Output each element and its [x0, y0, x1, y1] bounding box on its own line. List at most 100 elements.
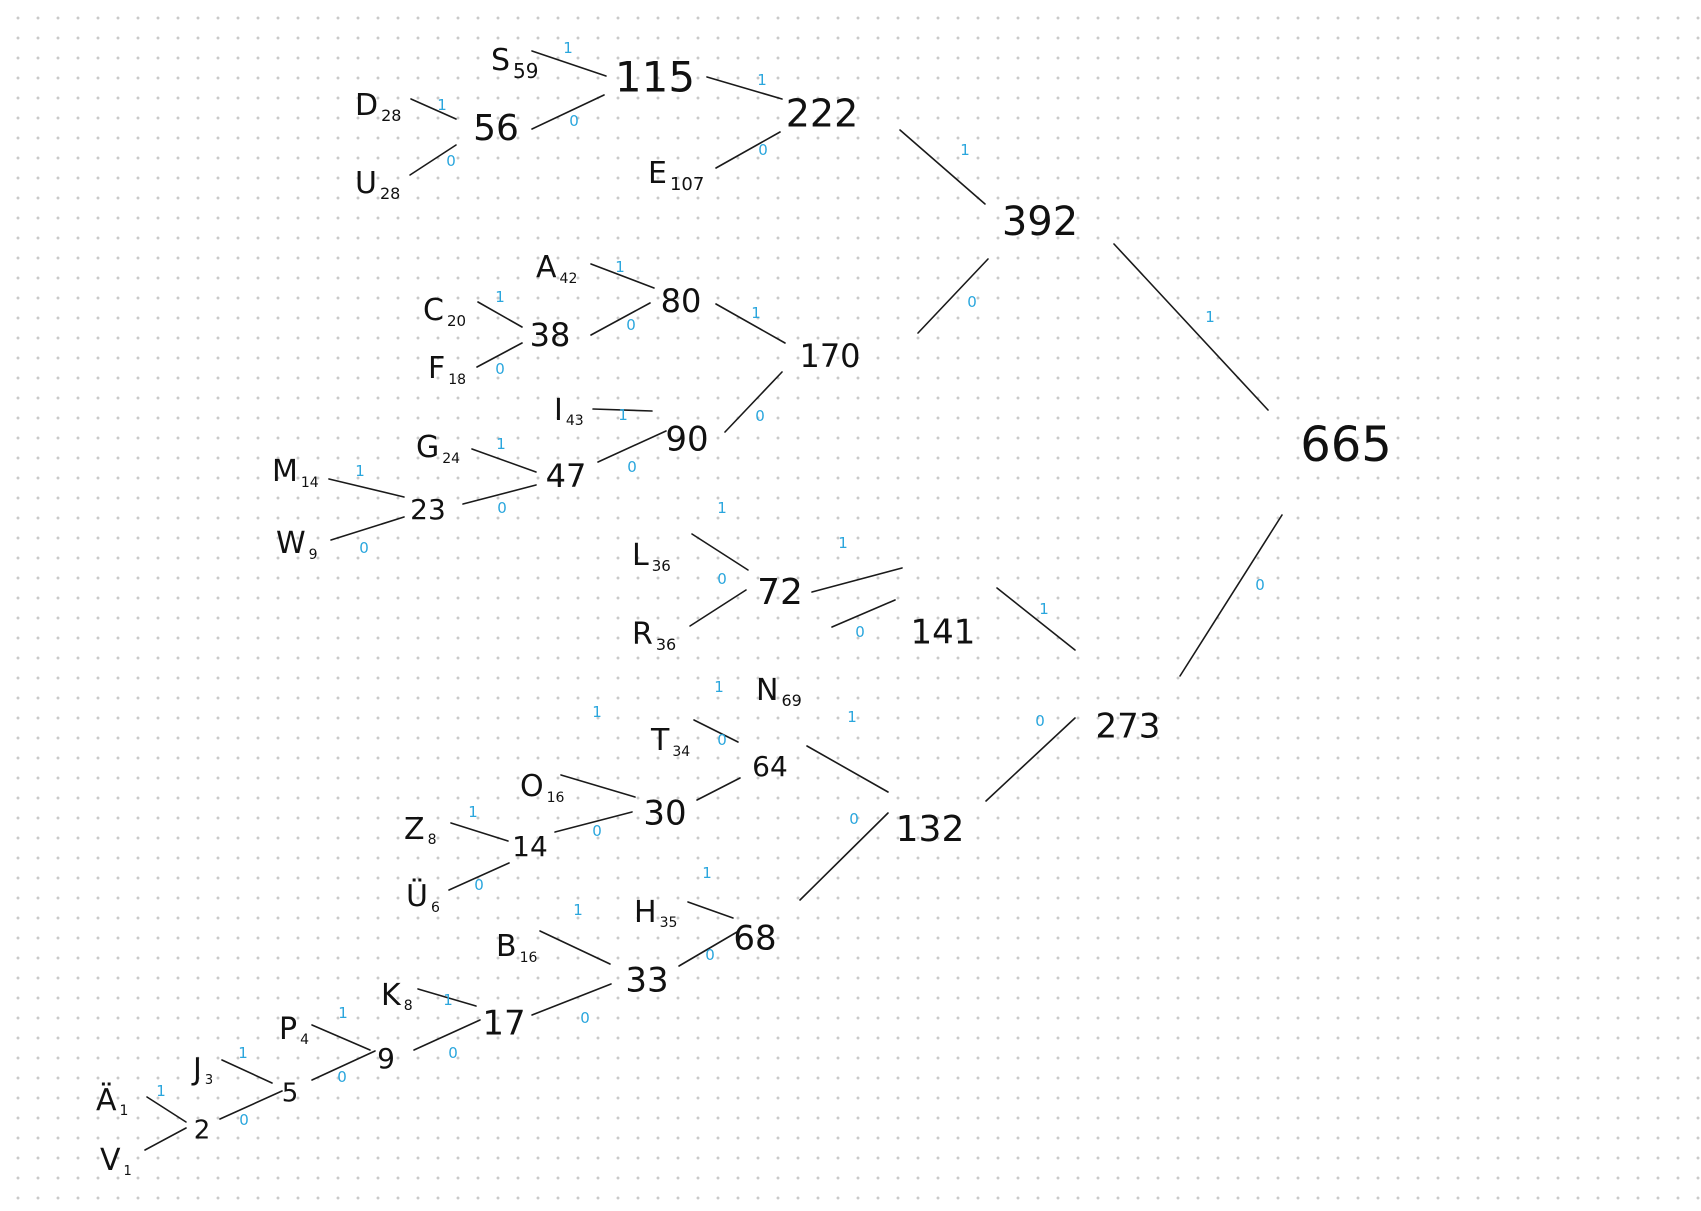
bit-label-T-n64: 1: [714, 678, 724, 696]
edge-C-n38: [477, 301, 523, 328]
bit-label-I-n90: 1: [618, 406, 628, 424]
bit-label-n56-n115: 0: [569, 112, 579, 130]
bit-label-UE-n14: 0: [474, 876, 484, 894]
node-72: 72: [757, 572, 803, 613]
edge-H-n68: [687, 901, 734, 919]
bit-label-n14-n30: 0: [592, 822, 602, 840]
bit-label-n30-n64: 0: [717, 731, 727, 749]
bit-label-S-n115: 1: [563, 39, 573, 57]
edge-U-n56: [409, 144, 457, 176]
node-170: 170: [799, 337, 860, 375]
edge-S-n115: [531, 50, 607, 77]
leaf-count: 16: [547, 790, 565, 806]
leaf-count: 59: [513, 59, 538, 83]
edge-D-n56: [410, 98, 457, 120]
leaf-count: 28: [381, 106, 401, 125]
bit-labels-layer: 1010101010101010101010101010101010101010…: [156, 39, 1265, 1129]
bit-label-N-n141: 0: [855, 623, 865, 641]
edge-R-n72: [689, 589, 747, 627]
node-23: 23: [410, 493, 446, 526]
leaf-count: 20: [447, 312, 466, 330]
edge-G-n47: [471, 448, 537, 473]
edge-I-n90: [592, 408, 653, 412]
edge-n33-n68: [678, 931, 738, 967]
bit-label-E-n222: 0: [758, 141, 768, 159]
bit-label-Z-n14: 1: [468, 803, 478, 821]
edge-n56-n115: [531, 94, 605, 130]
node-30: 30: [643, 794, 686, 834]
node-47: 47: [546, 457, 587, 495]
leaf-count: 43: [566, 413, 584, 429]
bit-label-F-n38: 0: [495, 360, 505, 378]
bit-label-M-n23: 1: [355, 462, 365, 480]
edge-L-n72: [691, 533, 749, 571]
edge-n222-n392: [899, 129, 986, 205]
leaf-count: 18: [448, 372, 466, 388]
node-17: 17: [482, 1004, 525, 1044]
edge-n115-n222: [706, 76, 783, 100]
edge-P-n9: [311, 1024, 371, 1051]
edge-AE-n2: [146, 1096, 187, 1123]
leaf-count: 4: [300, 1032, 309, 1048]
bit-label-P-n9: 1: [338, 1004, 348, 1022]
bit-label-n64-n132: 1: [847, 708, 857, 726]
edge-J-n5: [221, 1059, 273, 1084]
bit-label-J-n5: 1: [238, 1044, 248, 1062]
bit-label-U-n56: 0: [446, 152, 456, 170]
bit-label-D-n56: 1: [437, 96, 447, 114]
node-665: 665: [1300, 417, 1392, 473]
leaf-count: 6: [431, 900, 440, 916]
edge-n17-n33: [531, 983, 612, 1016]
node-5: 5: [282, 1079, 299, 1109]
edge-n9-n17: [413, 1019, 481, 1051]
edge-n64-n132: [806, 745, 889, 793]
edge-n141-n273: [996, 587, 1076, 651]
leaf-count: 107: [670, 174, 704, 195]
bit-label-n68-n132: 0: [849, 810, 859, 828]
edge-N-n141: [831, 599, 896, 628]
edge-n5-n9: [311, 1050, 376, 1081]
bit-label-AE-n2: 1: [156, 1082, 166, 1100]
edge-Z-n14: [450, 822, 509, 842]
edge-n132-n273: [985, 717, 1076, 802]
bit-label-O-n30: 1: [592, 703, 602, 721]
node-14: 14: [512, 830, 548, 863]
edge-A-n80: [590, 263, 655, 289]
nodes-layer: 6653922732221701411321159080726864564738…: [194, 53, 1392, 1146]
leaf-count: 35: [660, 915, 678, 931]
bit-label-n392-n665: 1: [1205, 308, 1215, 326]
bit-label-n9-n17: 0: [448, 1044, 458, 1062]
edge-n90-n170: [724, 371, 783, 433]
bit-label-n80-n170: 1: [751, 304, 761, 322]
node-132: 132: [896, 809, 965, 850]
edge-O-n30: [560, 774, 636, 798]
edge-W-n23: [330, 516, 405, 541]
